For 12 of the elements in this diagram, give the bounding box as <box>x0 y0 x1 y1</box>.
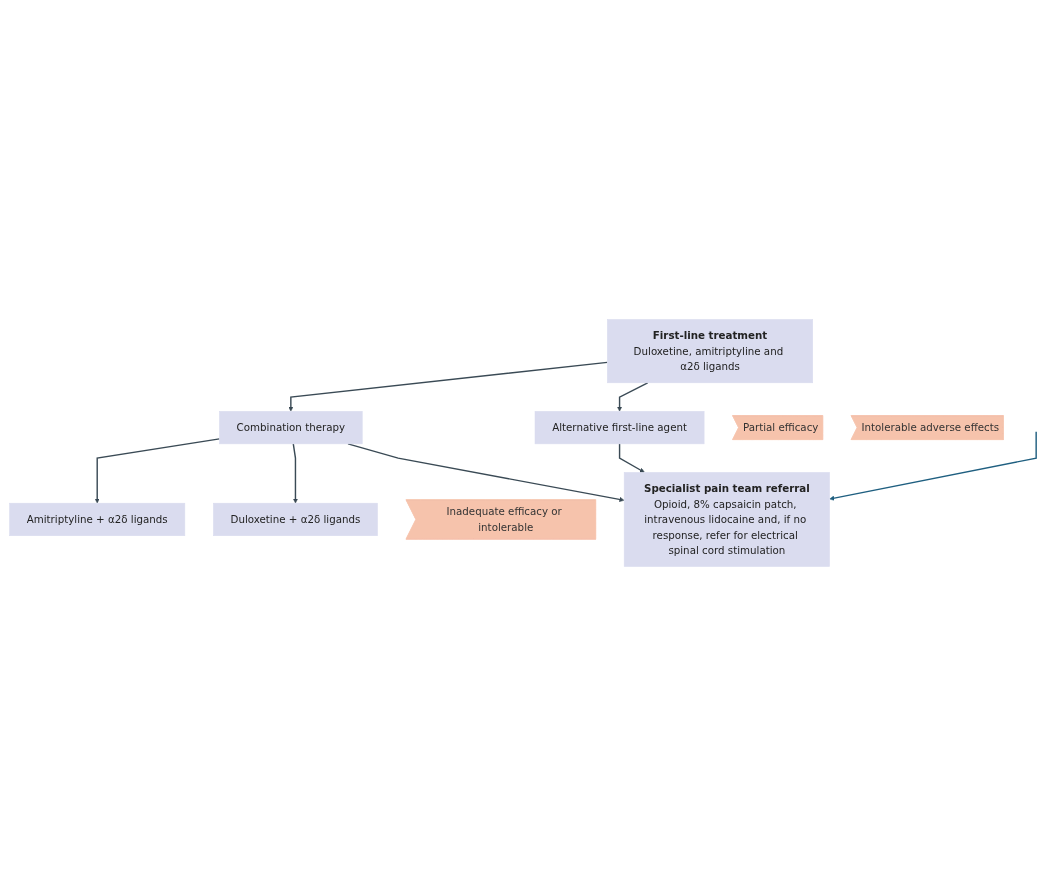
arrow <box>292 443 298 504</box>
node-box: Amitriptyline + α2δ ligands <box>9 502 186 536</box>
arrow <box>618 443 645 473</box>
arrow <box>288 361 609 412</box>
node-box: Specialist pain team referral Opioid, 8% capsaicin patch, intravenous lidocaine and, if no response, refer for electrical spinal cord stimulation <box>623 472 830 567</box>
arrow <box>94 438 221 504</box>
arrow <box>829 431 1037 501</box>
node-box: Alternative first-line agent <box>534 411 705 445</box>
node-box: Combination therapy <box>219 411 363 445</box>
arrow <box>617 382 649 412</box>
node-box: First-line treatment Duloxetine, amitriptyline and α2δ ligands <box>607 319 814 384</box>
node-box: Duloxetine + α2δ ligands <box>213 502 378 536</box>
